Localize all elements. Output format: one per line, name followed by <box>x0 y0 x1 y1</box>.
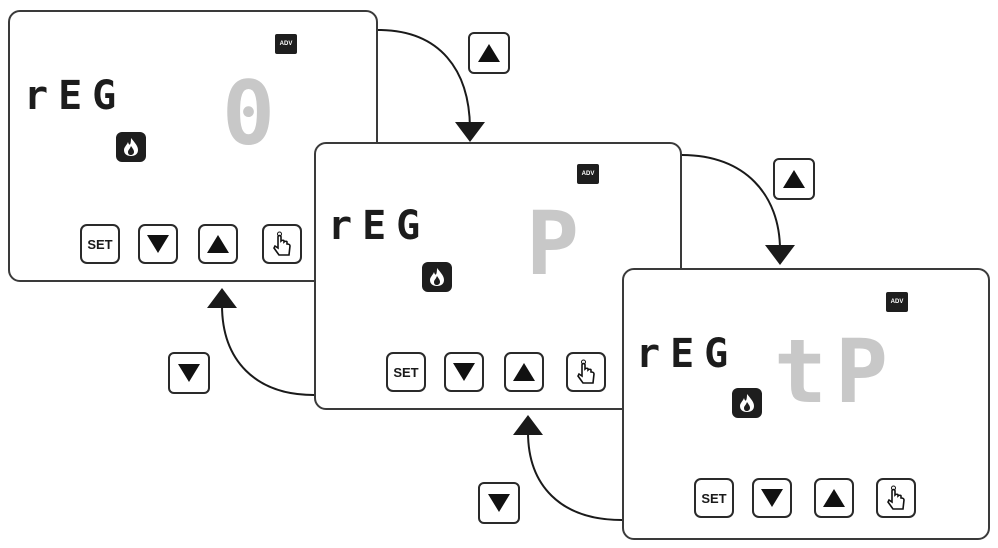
down-flow-arrow-2 <box>527 431 623 521</box>
hand-press-icon <box>577 359 595 384</box>
up-flow-arrowhead-2 <box>765 245 795 265</box>
parameter-code: rEG <box>636 331 739 377</box>
flame-icon <box>422 262 452 292</box>
thermostat-panel-3: ADV rEG tP SET <box>622 268 990 540</box>
thermostat-panel-1: ADV rEG 0 SET <box>8 10 378 282</box>
up-arrow-icon <box>823 489 845 507</box>
up-button[interactable] <box>198 224 238 264</box>
down-flow-arrowhead-2 <box>513 415 543 435</box>
up-flow-arrow-2 <box>681 154 781 251</box>
adv-badge: ADV <box>577 164 599 184</box>
up-flow-arrow-1 <box>377 29 471 131</box>
parameter-code: rEG <box>24 73 127 119</box>
hand-press-icon <box>273 231 291 256</box>
up-arrow-button-external-1 <box>468 32 510 74</box>
hand-button[interactable] <box>262 224 302 264</box>
down-arrow-icon <box>761 489 783 507</box>
up-arrow-icon <box>478 44 500 62</box>
up-arrow-icon <box>207 235 229 253</box>
set-button[interactable]: SET <box>80 224 120 264</box>
up-button[interactable] <box>504 352 544 392</box>
down-arrow-icon <box>147 235 169 253</box>
down-button[interactable] <box>138 224 178 264</box>
up-arrow-button-external-2 <box>773 158 815 200</box>
down-button[interactable] <box>444 352 484 392</box>
parameter-value: tP <box>774 320 896 423</box>
hand-press-icon <box>887 485 905 510</box>
flame-icon <box>116 132 146 162</box>
up-button[interactable] <box>814 478 854 518</box>
down-arrow-icon <box>178 364 200 382</box>
adv-badge: ADV <box>886 292 908 312</box>
parameter-value: P <box>526 192 587 295</box>
up-flow-arrowhead-1 <box>455 122 485 142</box>
down-flow-arrow-1 <box>221 304 315 396</box>
hand-button[interactable] <box>876 478 916 518</box>
up-arrow-icon <box>513 363 535 381</box>
down-arrow-icon <box>488 494 510 512</box>
thermostat-panel-2: ADV rEG P SET <box>314 142 682 410</box>
down-arrow-button-external-1 <box>168 352 210 394</box>
down-arrow-button-external-2 <box>478 482 520 524</box>
parameter-code: rEG <box>328 203 431 249</box>
down-flow-arrowhead-1 <box>207 288 237 308</box>
set-button[interactable]: SET <box>694 478 734 518</box>
down-arrow-icon <box>453 363 475 381</box>
flame-icon <box>732 388 762 418</box>
hand-button[interactable] <box>566 352 606 392</box>
adv-badge: ADV <box>275 34 297 54</box>
up-arrow-icon <box>783 170 805 188</box>
down-button[interactable] <box>752 478 792 518</box>
set-button[interactable]: SET <box>386 352 426 392</box>
parameter-value: 0 <box>222 62 283 165</box>
